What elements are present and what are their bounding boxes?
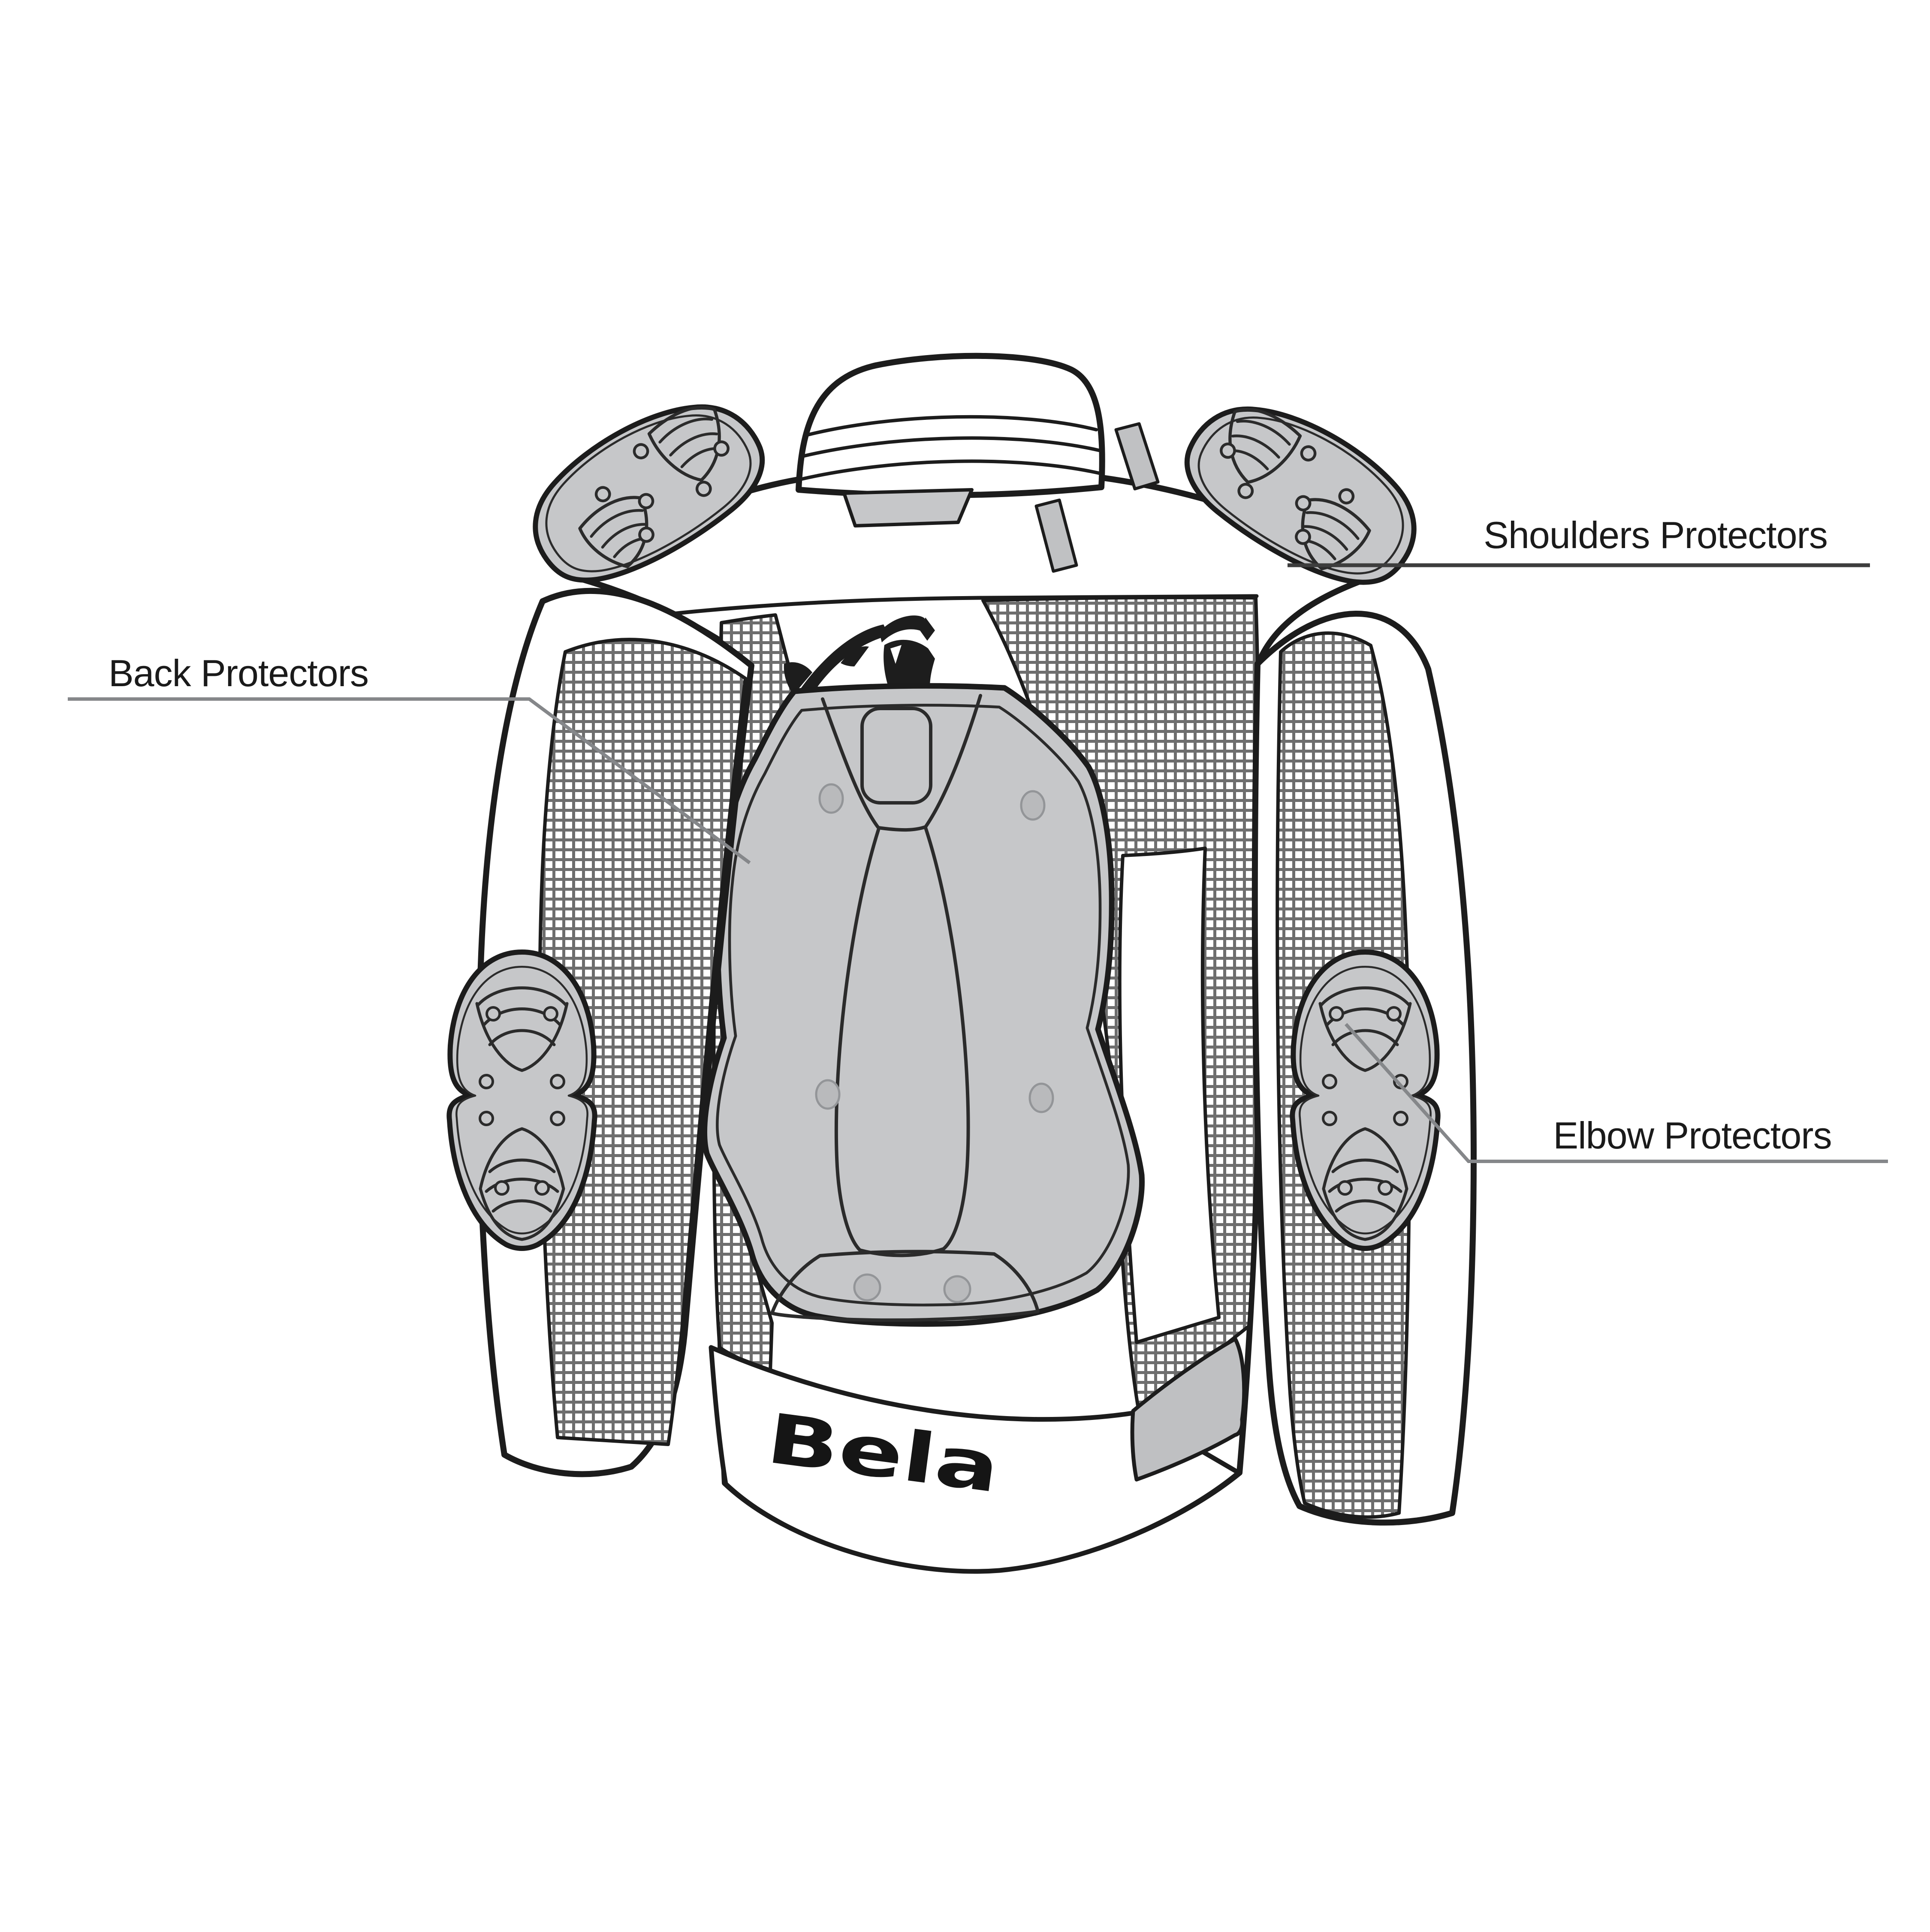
- torso-white-column-right: [1118, 847, 1221, 1344]
- callout-elbow-label: Elbow Protectors: [1553, 1114, 1831, 1157]
- callout-shoulders: Shoulders Protectors: [1288, 514, 1870, 567]
- back-protector: [702, 683, 1145, 1327]
- back-protector-rivets: [815, 783, 1054, 1303]
- callout-elbow: Elbow Protectors: [1345, 1023, 1888, 1163]
- elbow-protector-left: [449, 952, 594, 1248]
- waist-strap: [1130, 1337, 1246, 1482]
- callout-back-label: Back Protectors: [109, 652, 368, 694]
- collar-lower-panel: [842, 488, 974, 527]
- collar: [796, 353, 1105, 527]
- sleeve-left-mesh: [538, 638, 747, 1446]
- callout-shoulders-label: Shoulders Protectors: [1484, 514, 1827, 556]
- hem-band: [709, 1345, 1241, 1574]
- jacket-illustration: Bela: [449, 353, 1477, 1574]
- callout-elbow-line: [1345, 1023, 1888, 1163]
- eagle-emblem-icon: [784, 615, 935, 695]
- callout-back-line: [68, 697, 751, 865]
- callout-back: Back Protectors: [68, 652, 751, 865]
